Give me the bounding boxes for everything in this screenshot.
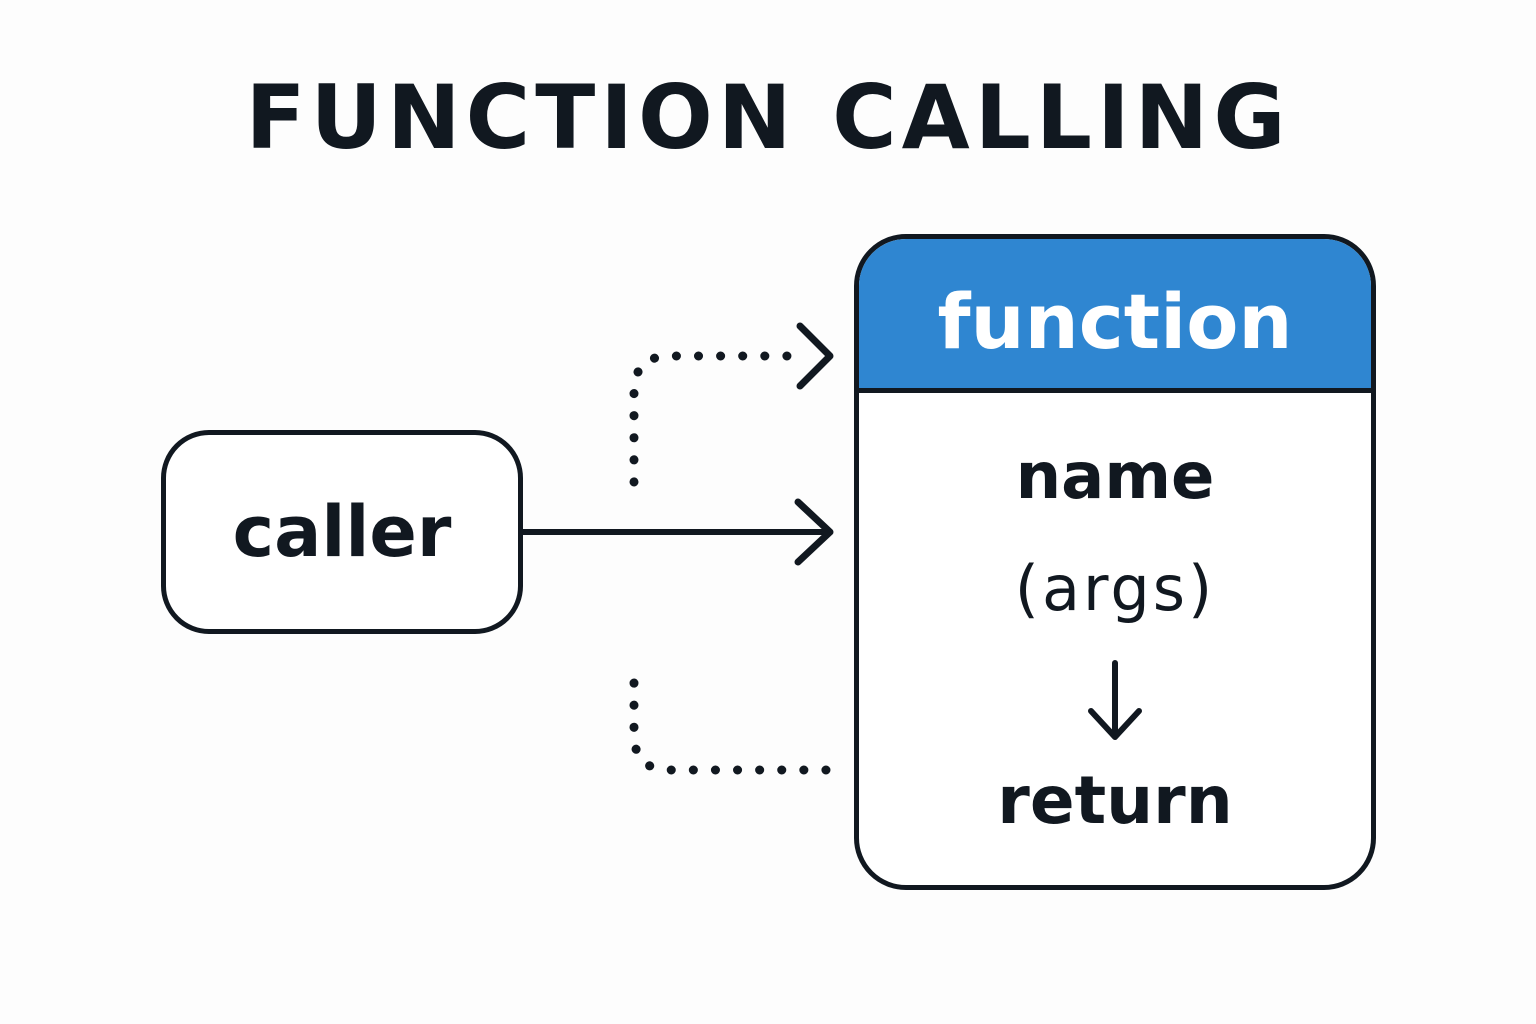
- dotted-return-path: [629, 657, 831, 775]
- function-args-label: (args): [1014, 552, 1216, 625]
- function-header: function: [859, 239, 1371, 393]
- function-return-label: return: [997, 762, 1233, 839]
- diagram-title: FUNCTION CALLING: [245, 66, 1291, 169]
- caller-label: caller: [232, 491, 452, 573]
- right-arrow-icon: [794, 498, 834, 566]
- function-node: function name (args) return: [854, 234, 1376, 890]
- down-arrow-icon: [1088, 660, 1142, 740]
- function-header-label: function: [937, 277, 1293, 366]
- dotted-call-arrowhead-icon: [796, 322, 834, 390]
- dotted-call-path: [629, 351, 813, 487]
- caller-node: caller: [161, 430, 523, 634]
- function-name-label: name: [1015, 440, 1215, 514]
